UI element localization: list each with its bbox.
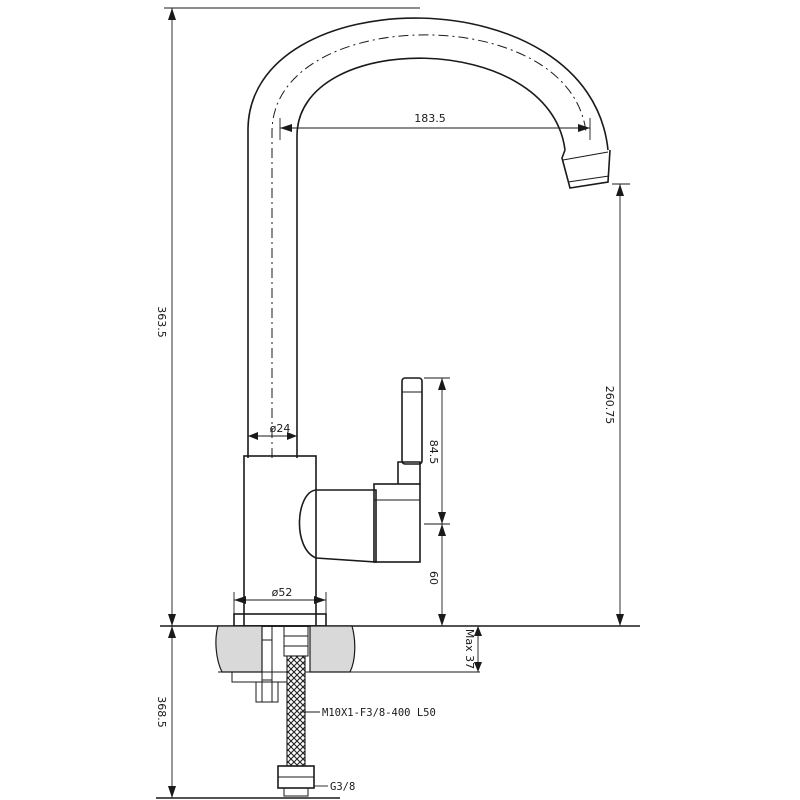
- dim-hose-length: 368.5: [155, 626, 176, 798]
- spout-outer-line: [247, 17, 609, 458]
- body-cylinder: [243, 455, 317, 627]
- dim-spout-outlet-height: 260.75: [603, 183, 630, 626]
- countertop: [160, 625, 640, 673]
- spout-inner-line: [296, 57, 566, 458]
- dim-total-height: 363.5: [155, 7, 420, 626]
- faucet-outline: [233, 17, 611, 627]
- hose-thread-label: G3/8: [330, 781, 355, 793]
- dim-spout-outlet-height-label: 260.75: [603, 386, 616, 425]
- dim-handle-height-label: 84.5: [427, 440, 440, 465]
- mounting-stud: [261, 625, 273, 703]
- dim-spout-diameter-label: ø24: [270, 422, 291, 435]
- spout-tip: [561, 149, 611, 189]
- hose-thread-callout: G3/8: [314, 781, 355, 793]
- dim-max-thickness: Max 37: [463, 626, 482, 672]
- dim-spout-diameter: ø24: [248, 422, 297, 440]
- dim-lever-base-label: 60: [427, 571, 440, 585]
- braided-hose: [286, 655, 306, 767]
- dim-spout-reach: 183.5: [279, 112, 591, 140]
- dim-total-height-label: 363.5: [155, 306, 168, 338]
- dim-handle-stack: 84.5 60: [424, 377, 450, 626]
- dim-body-diameter-label: ø52: [272, 586, 293, 599]
- under-mount-assembly: [156, 625, 340, 799]
- spout-center-line: [271, 34, 587, 458]
- hose-top-fitting: [283, 625, 309, 657]
- lever-cartridge: [373, 483, 421, 563]
- lever-neck: [397, 461, 421, 484]
- lever-handle: [401, 377, 423, 465]
- dim-spout-reach-label: 183.5: [414, 112, 446, 125]
- lever-connector: [298, 489, 377, 563]
- dim-max-thickness-label: Max 37: [463, 629, 476, 669]
- dim-hose-length-label: 368.5: [155, 696, 168, 728]
- hose-spec-callout: M10X1-F3/8-400 L50: [300, 707, 436, 719]
- dim-body-diameter: ø52: [233, 586, 327, 614]
- base-plate: [233, 613, 327, 627]
- hose-spec-label: M10X1-F3/8-400 L50: [322, 707, 436, 719]
